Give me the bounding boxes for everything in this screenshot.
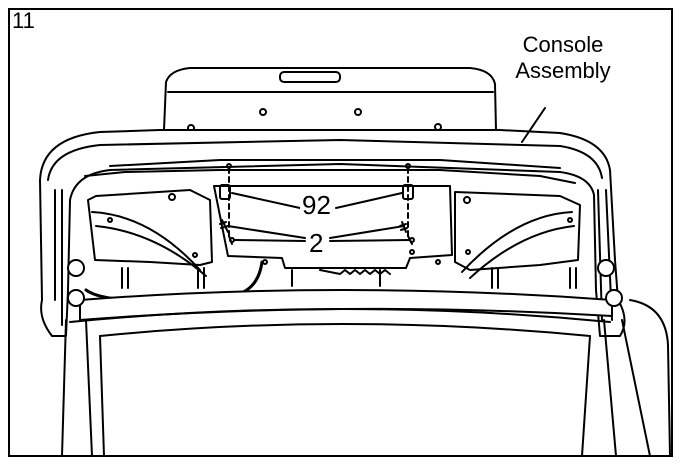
- part-92-label: 92: [300, 190, 333, 221]
- console-assembly-label: Console Assembly: [498, 32, 628, 84]
- part-2-label: 2: [307, 228, 326, 259]
- console-top-panel: [163, 67, 497, 131]
- console-label-line1: Console: [522, 32, 604, 57]
- screw-left-1: [219, 219, 229, 233]
- center-bracket: [213, 185, 453, 269]
- left-upright: [61, 319, 105, 457]
- step-number: 11: [12, 8, 35, 33]
- leader-2-left-b: [233, 239, 306, 242]
- leader-2-right-a: [329, 225, 405, 239]
- leader-92-right: [335, 192, 403, 209]
- left-side-panel: [87, 189, 213, 266]
- leader-2-left-a: [227, 225, 306, 239]
- leader-92-left: [231, 192, 301, 209]
- console-label-line2: Assembly: [515, 58, 611, 83]
- right-upright: [581, 319, 651, 457]
- leader-console: [521, 107, 546, 143]
- right-side-panel: [454, 191, 581, 271]
- leader-2-right-b: [329, 239, 411, 242]
- clip-left: [219, 184, 231, 200]
- console-handle-slot: [279, 71, 341, 83]
